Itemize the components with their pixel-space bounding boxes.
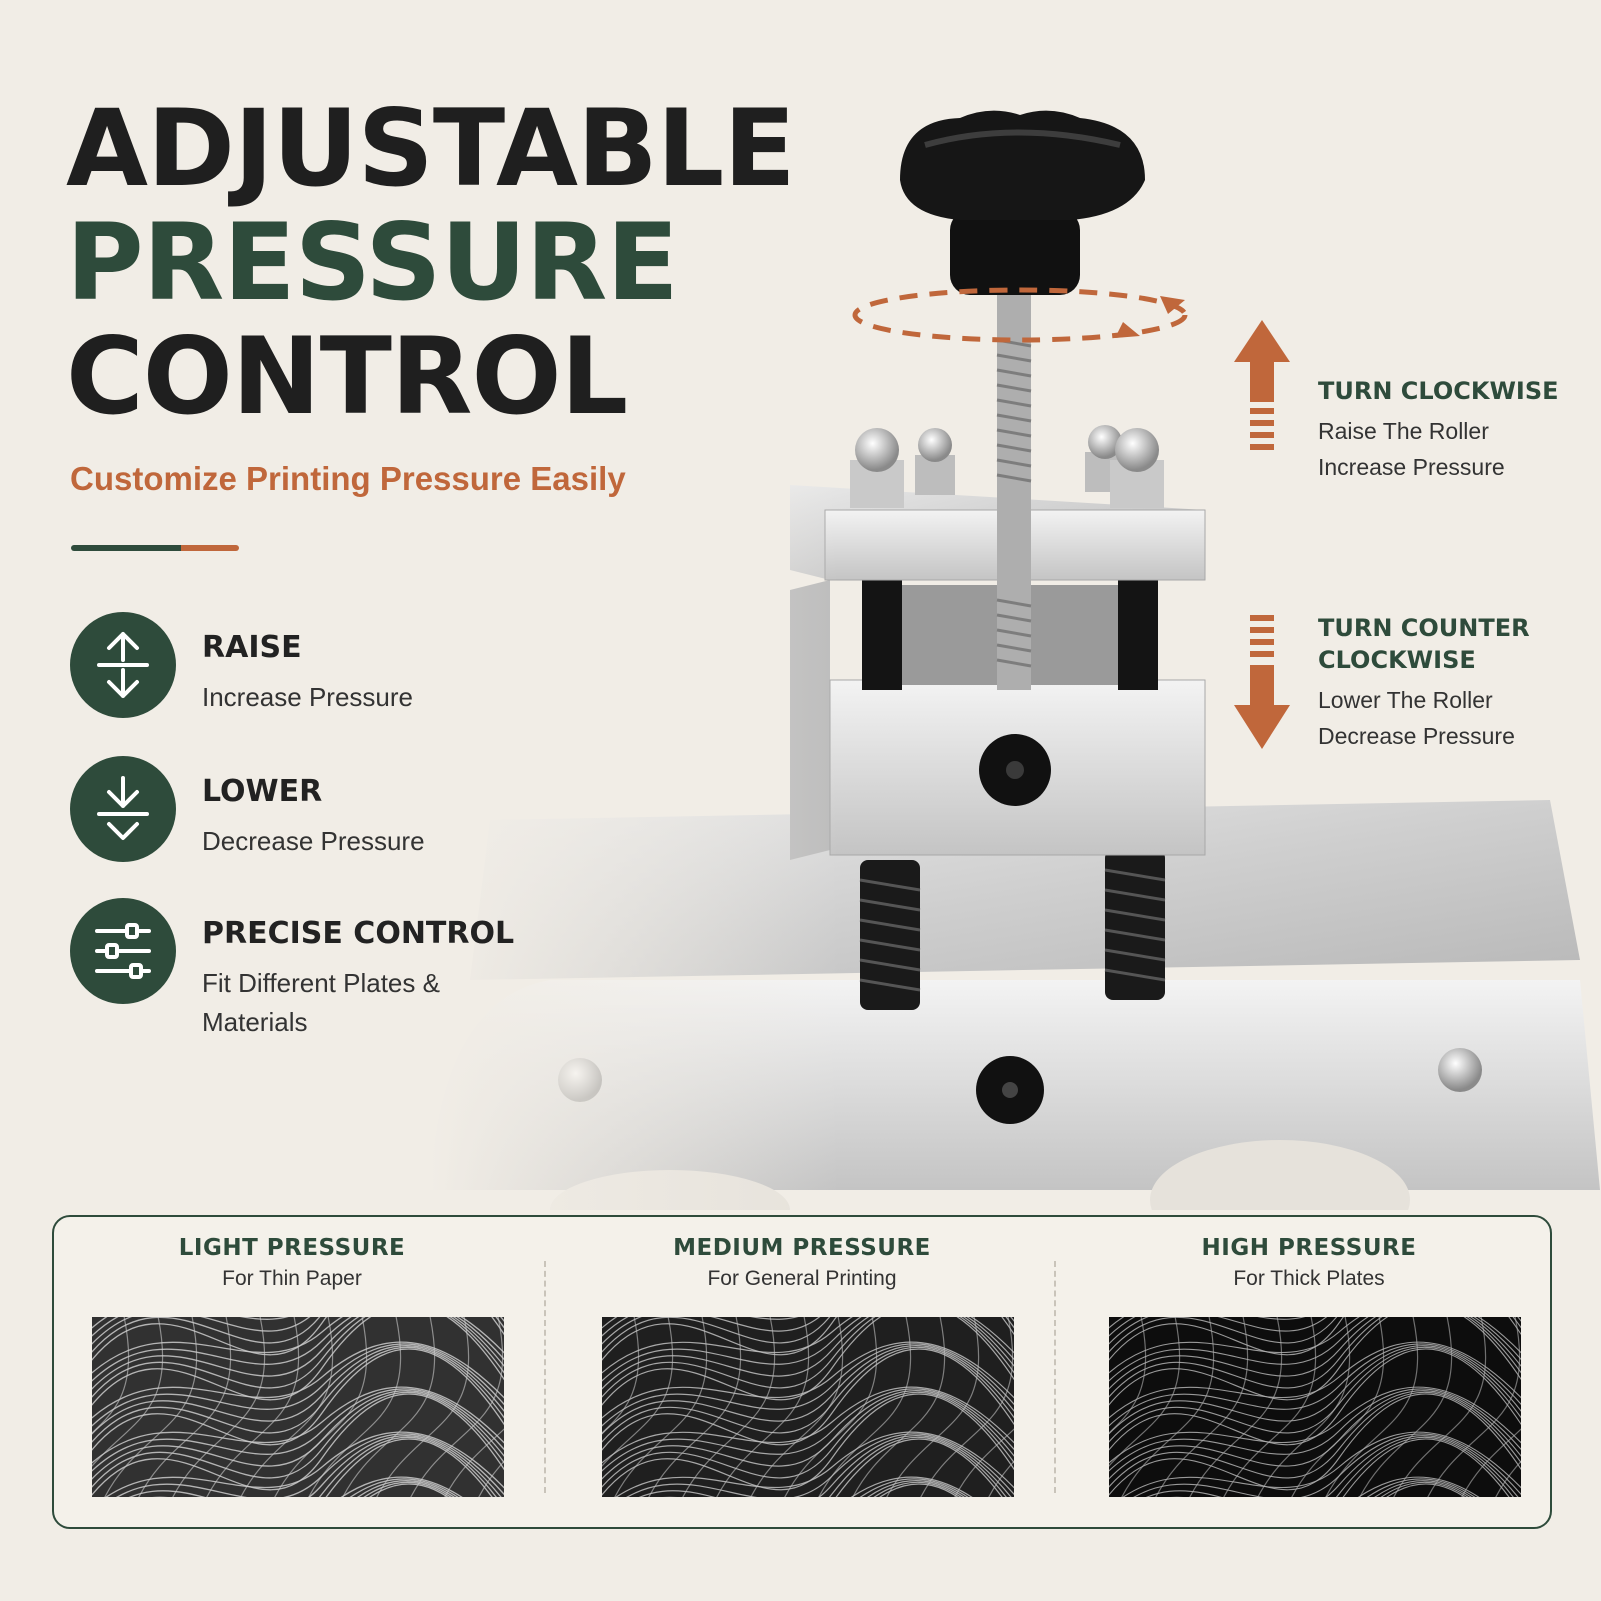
annotation-line: Decrease Pressure (1318, 723, 1515, 749)
feature-lower: LOWER Decrease Pressure (70, 756, 570, 866)
pressure-level-desc: For Thick Plates (1233, 1267, 1385, 1290)
annotation-clockwise: TURN CLOCKWISE Raise The Roller Increase… (1318, 375, 1588, 485)
raise-arrow-icon (1234, 320, 1290, 450)
feature-raise: RAISE Increase Pressure (70, 612, 570, 722)
subtitle: Customize Printing Pressure Easily (70, 460, 626, 497)
pressure-level-light: LIGHT PRESSURE For Thin Paper (82, 1217, 504, 1497)
pressure-level-title: LIGHT PRESSURE (178, 1235, 406, 1261)
lower-arrow-icon (1234, 615, 1290, 749)
pressure-level-desc: For Thin Paper (222, 1267, 362, 1290)
lower-arrows-icon (70, 756, 176, 862)
pressure-level-high: HIGH PRESSURE For Thick Plates (1099, 1217, 1521, 1497)
annotation-line: Increase Pressure (1318, 454, 1505, 480)
feature-desc: Increase Pressure (202, 682, 413, 712)
feature-title: PRECISE CONTROL (202, 916, 515, 951)
separator (544, 1261, 546, 1493)
feature-desc: Decrease Pressure (202, 826, 425, 856)
headline-line-2: PRESSURE (66, 201, 679, 324)
pressure-level-medium: MEDIUM PRESSURE For General Printing (592, 1217, 1014, 1497)
printing-press-illustration (430, 100, 1600, 1210)
annotation-title: CLOCKWISE (1318, 646, 1476, 674)
pressure-levels-panel: LIGHT PRESSURE For Thin Paper MEDIUM PRE… (52, 1215, 1552, 1529)
headline-line-1: ADJUSTABLE (66, 87, 796, 210)
pressure-level-title: HIGH PRESSURE (1201, 1235, 1417, 1261)
annotation-counter-clockwise: TURN COUNTER CLOCKWISE Lower The Roller … (1318, 612, 1588, 754)
feature-desc: Fit Different Plates & Materials (202, 968, 440, 1037)
feature-title: RAISE (202, 630, 302, 665)
feature-title: LOWER (202, 774, 323, 809)
pressure-level-desc: For General Printing (707, 1267, 897, 1290)
print-sample-image (602, 1317, 1014, 1497)
headline: ADJUSTABLE PRESSURE CONTROL (66, 87, 796, 438)
separator (1054, 1261, 1056, 1493)
feature-precise-control: PRECISE CONTROL Fit Different Plates & M… (70, 898, 570, 1037)
sliders-icon (70, 898, 176, 1004)
print-sample-image (92, 1317, 504, 1497)
raise-arrows-icon (70, 612, 176, 718)
annotation-line: Lower The Roller (1318, 687, 1493, 713)
divider (71, 545, 239, 551)
headline-line-3: CONTROL (66, 315, 628, 438)
annotation-line: Raise The Roller (1318, 418, 1489, 444)
print-sample-image (1109, 1317, 1521, 1497)
annotation-title: TURN COUNTER (1318, 614, 1530, 642)
pressure-level-title: MEDIUM PRESSURE (673, 1235, 931, 1261)
annotation-title: TURN CLOCKWISE (1318, 377, 1559, 405)
